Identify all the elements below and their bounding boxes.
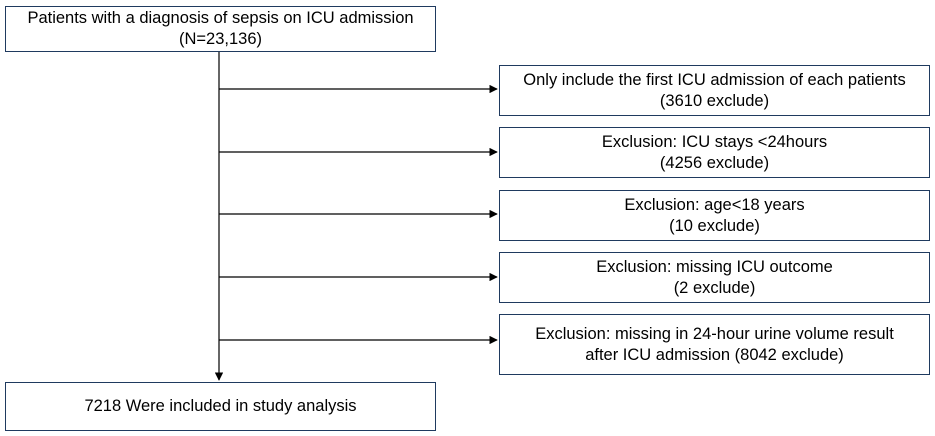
exclusion-box-5-title: Exclusion: missing in 24-hour urine volu… — [535, 324, 894, 343]
exclusion-box-4: Exclusion: missing ICU outcome (2 exclud… — [499, 252, 930, 303]
exclusion-box-1-count: (3610 exclude) — [659, 91, 770, 110]
exclusion-box-1-title: Only include the first ICU admission of … — [523, 70, 906, 89]
exclusion-box-2-count: (4256 exclude) — [659, 153, 770, 172]
final-cohort-box: 7218 Were included in study analysis — [5, 382, 436, 431]
exclusion-box-3-title: Exclusion: age<18 years — [624, 195, 805, 214]
exclusion-box-5: Exclusion: missing in 24-hour urine volu… — [499, 314, 930, 375]
exclusion-box-3-count: (10 exclude) — [669, 216, 760, 235]
start-box-count: (N=23,136) — [178, 30, 262, 48]
exclusion-box-4-title: Exclusion: missing ICU outcome — [596, 257, 833, 276]
exclusion-box-2: Exclusion: ICU stays <24hours (4256 excl… — [499, 127, 930, 178]
start-box-title: Patients with a diagnosis of sepsis on I… — [27, 9, 414, 27]
exclusion-box-3: Exclusion: age<18 years (10 exclude) — [499, 190, 930, 241]
exclusion-box-5-detail: after ICU admission (8042 exclude) — [585, 345, 844, 364]
final-cohort-text: 7218 Were included in study analysis — [84, 397, 357, 415]
exclusion-box-1: Only include the first ICU admission of … — [499, 65, 930, 116]
start-box: Patients with a diagnosis of sepsis on I… — [5, 6, 436, 52]
exclusion-box-2-title: Exclusion: ICU stays <24hours — [601, 132, 828, 151]
exclusion-box-4-count: (2 exclude) — [673, 278, 756, 297]
